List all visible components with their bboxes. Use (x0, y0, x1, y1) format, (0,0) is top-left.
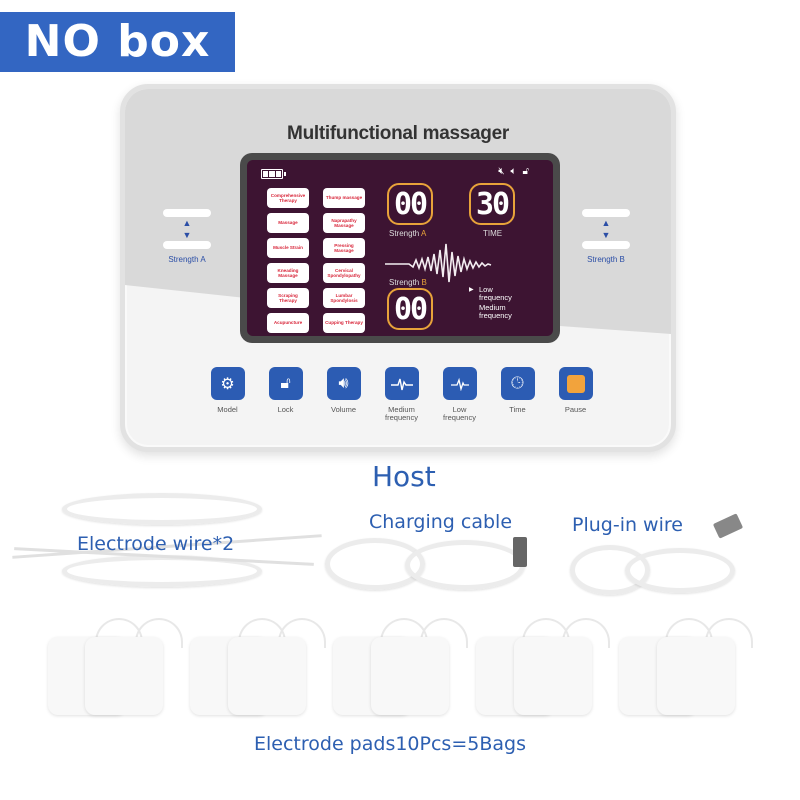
control-button-row: ⚙ Model 🔓︎ Lock 🔊︎ Volume Medium frequen… (209, 367, 594, 422)
no-box-banner: NO box (0, 12, 235, 72)
strength-b-readout: 00 (387, 288, 433, 330)
arrow-up-icon: ▲ (182, 218, 192, 228)
frequency-indicator: ▶ Low frequency Medium frequency (469, 286, 527, 320)
electrode-wire-label: Electrode wire*2 (77, 533, 235, 555)
strength-a-control: ▲ ▼ Strength A (157, 209, 217, 264)
charging-cable-label: Charging cable (369, 511, 513, 533)
status-icons: 🔇︎ 🔈︎ 🔓︎ (498, 166, 529, 177)
clock-icon: 🕒︎ (511, 374, 524, 392)
mode-item: Cupping Therapy (323, 313, 365, 333)
host-label: Host (372, 460, 436, 493)
mode-item: Thump massage (323, 188, 365, 208)
strength-b-up-button[interactable] (582, 209, 630, 217)
pause-square-icon (566, 374, 585, 393)
mode-item: Massage (267, 213, 309, 233)
strength-b-label: Strength B (587, 255, 625, 264)
pulse-low-icon (450, 377, 469, 391)
unlock-icon: 🔓︎ (522, 166, 529, 177)
low-frequency-button[interactable]: Low frequency (441, 367, 478, 422)
volume-button[interactable]: 🔊︎ Volume (325, 367, 362, 422)
medium-frequency-label: Medium frequency (479, 303, 512, 320)
mode-item: Comprehensive Therapy (267, 188, 309, 208)
mode-item: Pressing Massage (323, 238, 365, 258)
mode-item: Kneading Massage (267, 263, 309, 283)
pulse-medium-icon (390, 378, 413, 390)
strength-a-label: Strength A (168, 255, 206, 264)
mode-item: Naprapathy Massage (323, 213, 365, 233)
strength-b-display-label: Strength B (389, 278, 427, 287)
arrow-down-icon: ▼ (601, 230, 611, 240)
mode-item: Muscle Strain (267, 238, 309, 258)
strength-a-up-button[interactable] (163, 209, 211, 217)
mode-item: Lumbar Spondylosis (323, 288, 365, 308)
battery-full-icon (261, 169, 286, 179)
lcd-screen: 🔇︎ 🔈︎ 🔓︎ Comprehensive Therapy Thump mas… (240, 153, 560, 343)
selected-arrow-icon: ▶ (469, 287, 474, 293)
strength-a-down-button[interactable] (163, 241, 211, 249)
arrow-down-icon: ▼ (182, 230, 192, 240)
mode-item: Acupuncture (267, 313, 309, 333)
electrode-pads-label: Electrode pads10Pcs=5Bags (254, 733, 526, 755)
time-button[interactable]: 🕒︎ Time (499, 367, 536, 422)
volume-icon: 🔊︎ (338, 374, 349, 392)
strength-b-control: ▲ ▼ Strength B (576, 209, 636, 264)
model-button[interactable]: ⚙ Model (209, 367, 246, 422)
time-display-label: TIME (483, 229, 503, 238)
plug-in-wire-label: Plug-in wire (572, 514, 683, 536)
gear-icon: ⚙ (220, 375, 235, 393)
mute-icon: 🔇︎ (498, 166, 505, 177)
device-title: Multifunctional massager (287, 123, 509, 144)
low-frequency-label: Low frequency (479, 285, 512, 302)
strength-b-down-button[interactable] (582, 241, 630, 249)
massager-device: Multifunctional massager ▲ ▼ Strength A … (120, 84, 676, 452)
speaker-icon: 🔈︎ (510, 166, 517, 177)
mode-item: Scraping Therapy (267, 288, 309, 308)
mode-list: Comprehensive Therapy Thump massage Mass… (267, 188, 365, 333)
strength-a-display-label: Strength A (389, 229, 427, 238)
medium-frequency-button[interactable]: Medium frequency (383, 367, 420, 422)
mode-item: Cervical Spondylopathy (323, 263, 365, 283)
arrow-up-icon: ▲ (601, 218, 611, 228)
strength-a-readout: 00 (387, 183, 433, 225)
time-readout: 30 (469, 183, 515, 225)
lcd-display: 🔇︎ 🔈︎ 🔓︎ Comprehensive Therapy Thump mas… (247, 160, 553, 336)
pause-button[interactable]: Pause (557, 367, 594, 422)
waveform-icon (385, 243, 492, 283)
lock-icon: 🔓︎ (280, 374, 291, 392)
lock-button[interactable]: 🔓︎ Lock (267, 367, 304, 422)
